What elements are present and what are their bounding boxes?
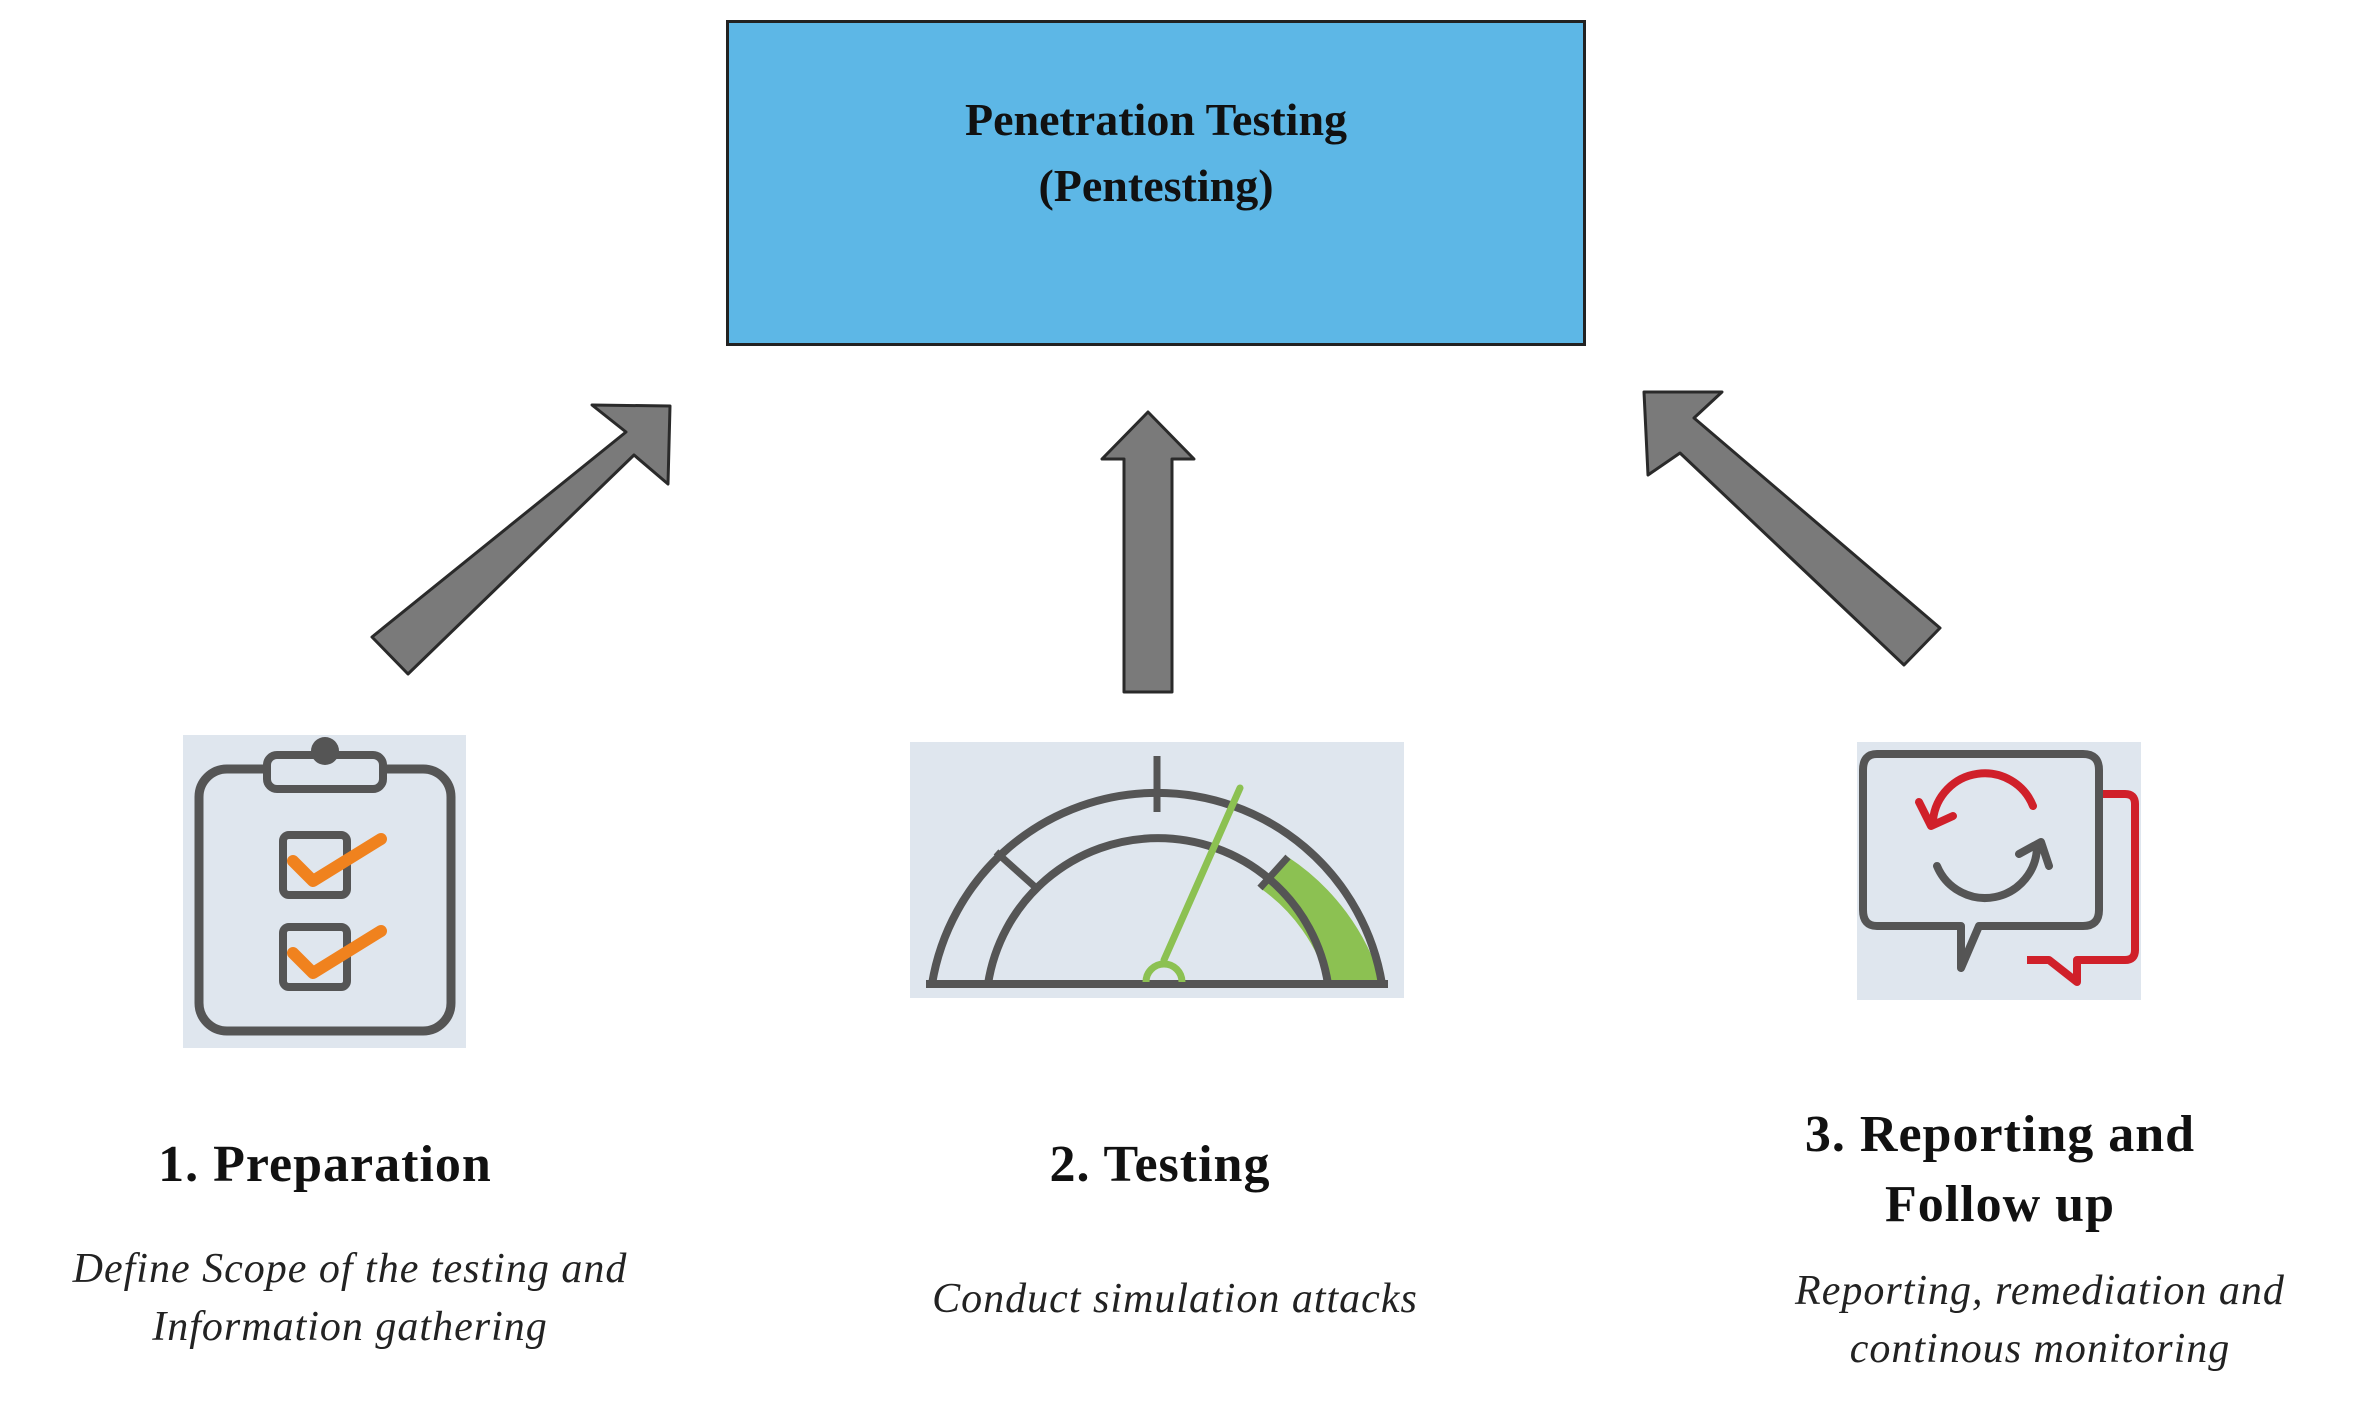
step-3-heading-line-1: 3. Reporting and [1804, 1106, 2196, 1163]
title-line-2: (Pentesting) [1038, 160, 1274, 211]
step-1-desc-line-1: Define Scope of the testing and [72, 1246, 628, 1292]
step-3-desc-line-2: continous monitoring [1849, 1326, 2231, 1372]
step-3-description: Reporting, remediation and continous mon… [1720, 1262, 2360, 1378]
step-1-description: Define Scope of the testing and Informat… [20, 1240, 680, 1356]
arrow-left-icon [370, 403, 672, 676]
clipboard-checklist-icon [183, 735, 466, 1048]
chat-refresh-icon [1857, 742, 2141, 1000]
step-2-desc-line-1: Conduct simulation attacks [932, 1276, 1418, 1322]
speedometer-gauge-icon [910, 742, 1404, 998]
step-3-heading: 3. Reporting and Follow up [1730, 1100, 2270, 1240]
penetration-testing-box: Penetration Testing (Pentesting) [726, 20, 1586, 346]
penetration-testing-title: Penetration Testing (Pentesting) [965, 87, 1347, 219]
arrow-center-icon [1100, 410, 1196, 694]
step-1-heading: 1. Preparation [158, 1136, 492, 1193]
step-1-desc-line-2: Information gathering [152, 1304, 548, 1350]
step-3-desc-line-1: Reporting, remediation and [1795, 1268, 2285, 1314]
arrow-right-icon [1642, 390, 1942, 667]
step-3-heading-line-2: Follow up [1884, 1176, 2116, 1233]
step-2-description: Conduct simulation attacks [860, 1270, 1490, 1328]
title-line-1: Penetration Testing [964, 94, 1348, 145]
step-2-heading: 2. Testing [1049, 1136, 1271, 1193]
